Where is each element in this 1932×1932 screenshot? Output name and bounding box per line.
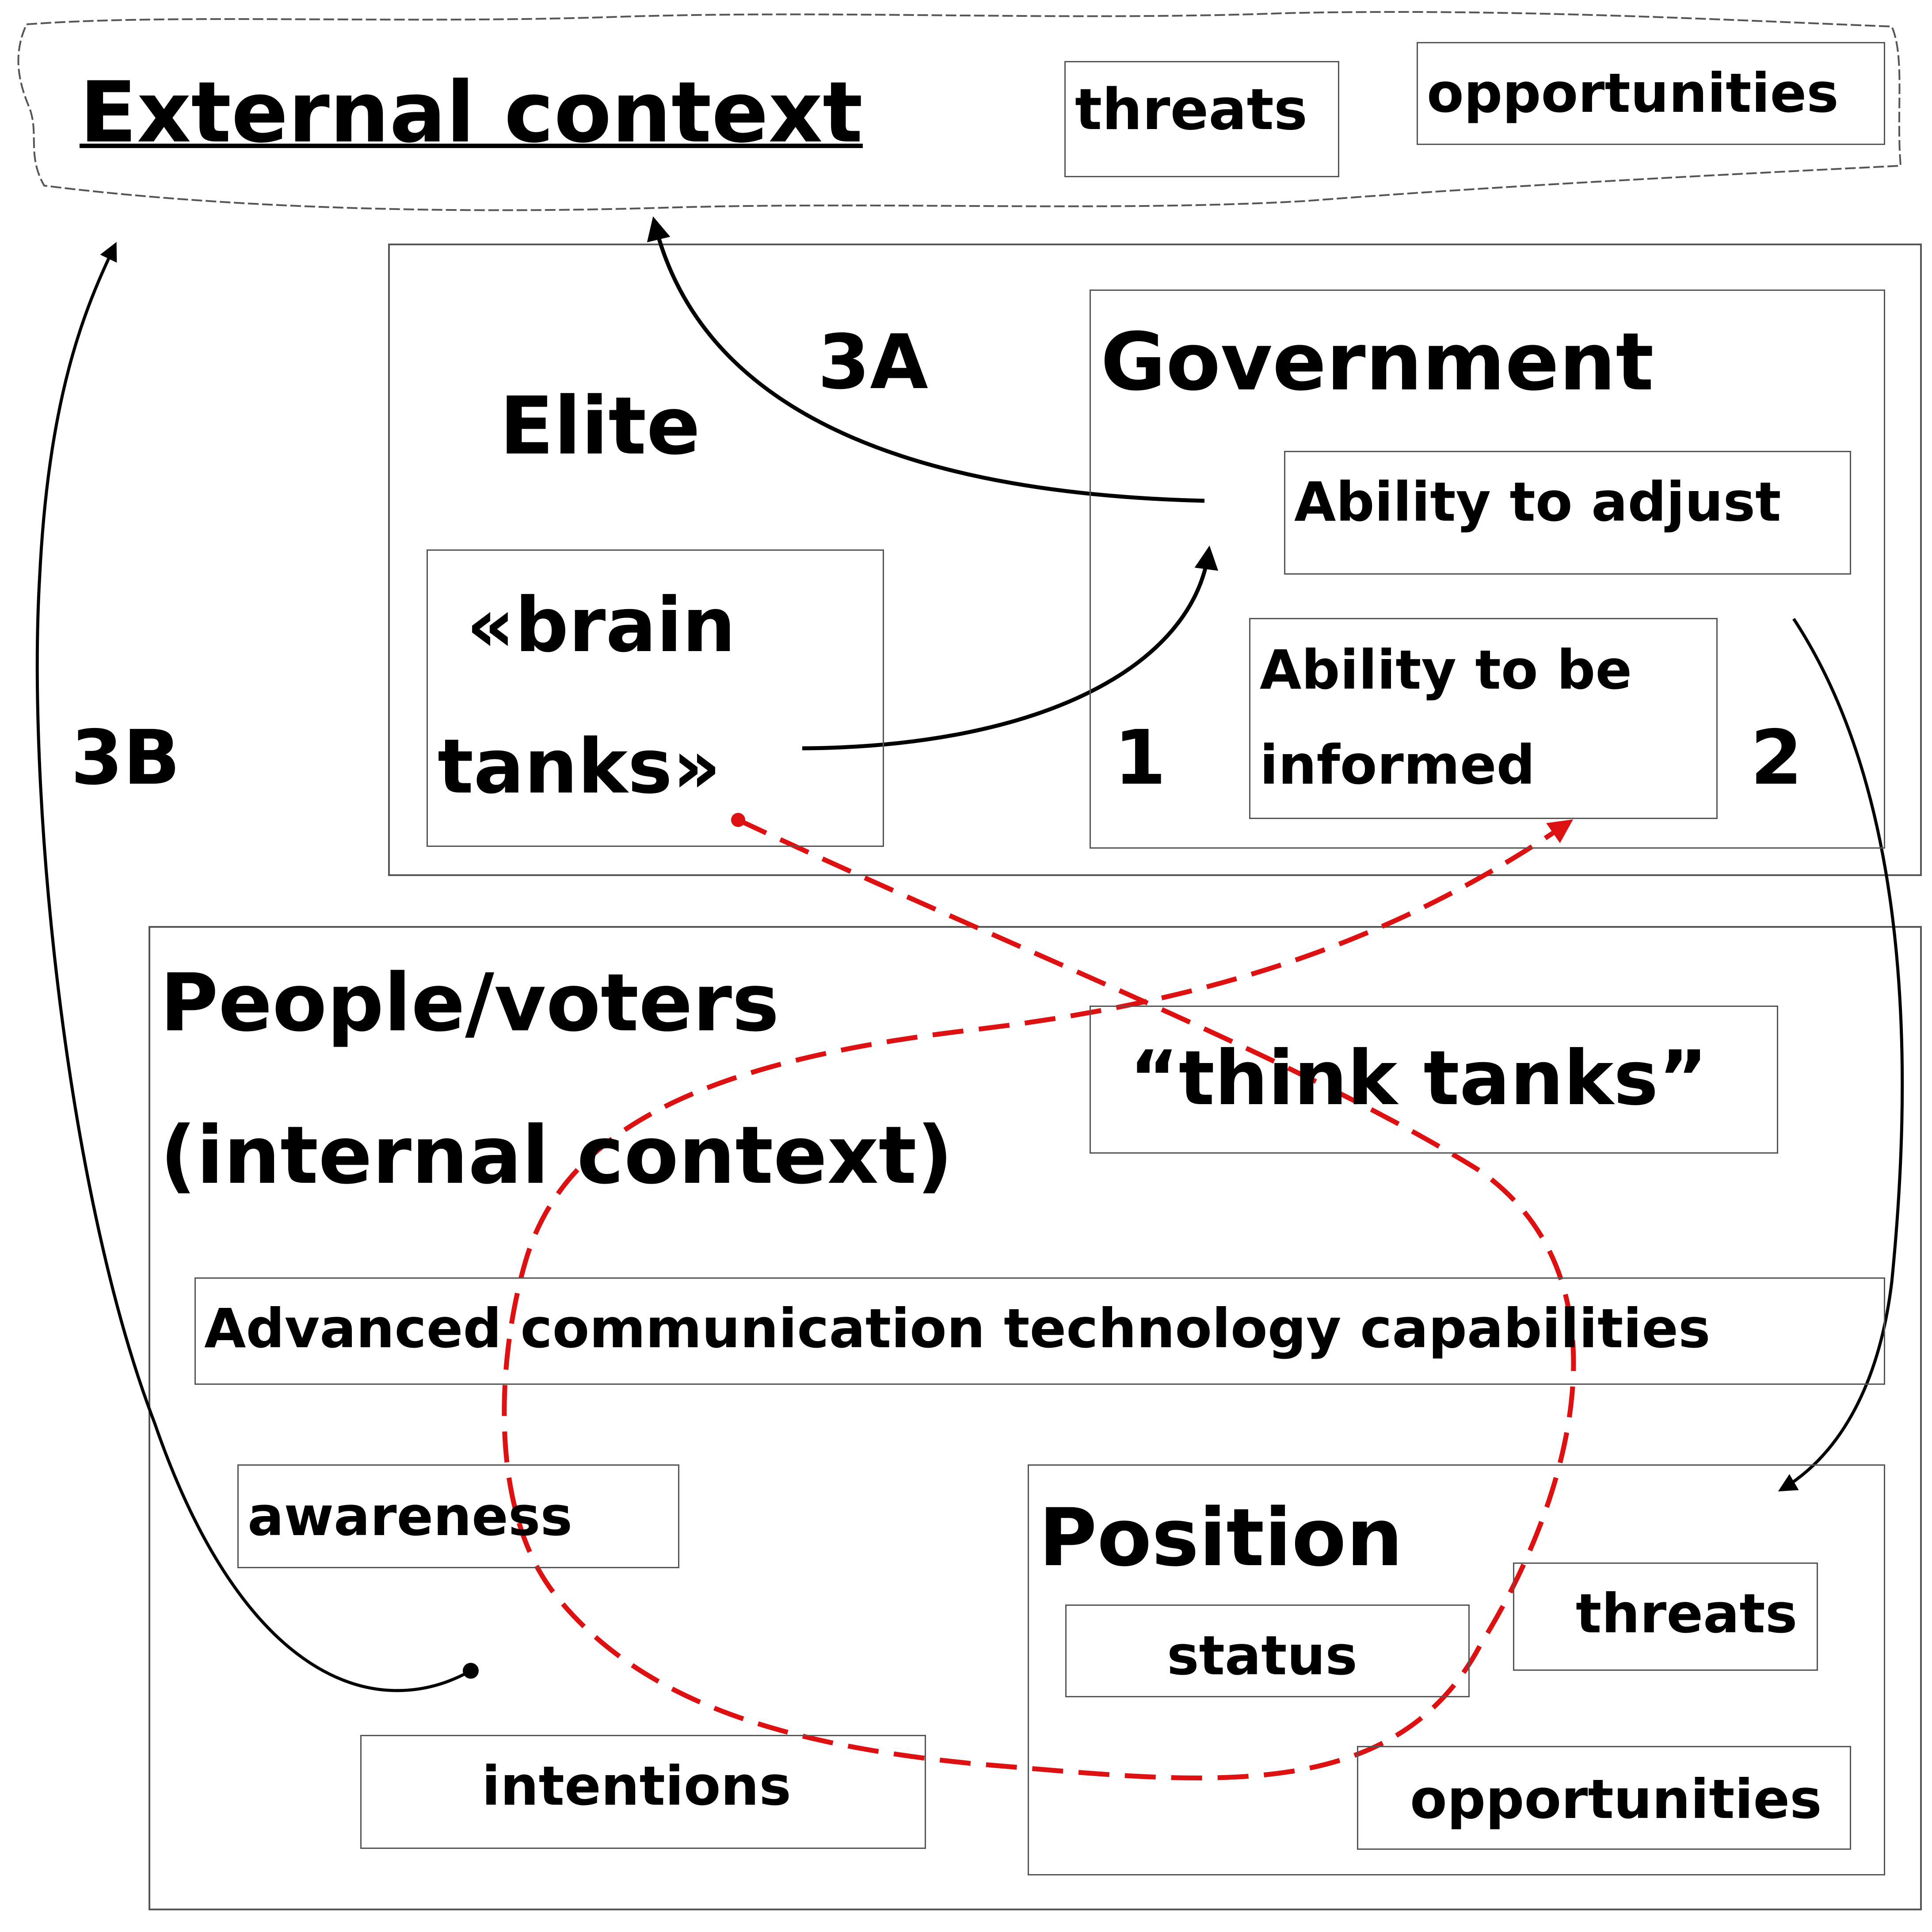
elite-title: Elite — [499, 380, 701, 473]
ability-informed-box — [1249, 618, 1718, 819]
people-container — [149, 926, 1922, 1910]
awareness-label: awareness — [248, 1485, 573, 1548]
ability-informed-line1: Ability to be — [1260, 639, 1632, 701]
brain-tanks-box — [427, 549, 884, 847]
position-opportunities-box — [1357, 1746, 1851, 1850]
elite-container — [388, 244, 1922, 876]
external-context-title: External context — [80, 64, 863, 161]
intentions-box — [360, 1735, 926, 1849]
brain-tanks-line2: tanks» — [438, 723, 721, 811]
brain-tanks-line1: «brain — [466, 582, 736, 669]
label-3a: 3A — [818, 319, 928, 406]
position-opportunities-label: opportunities — [1410, 1768, 1822, 1831]
label-2: 2 — [1750, 714, 1803, 802]
arrow-3b-origin-dot — [463, 1663, 479, 1679]
people-title-line2: (internal context) — [160, 1109, 953, 1202]
ability-adjust-label: Ability to adjust — [1294, 471, 1781, 533]
awareness-box — [237, 1464, 679, 1568]
government-title: Government — [1101, 316, 1654, 408]
position-threats-box — [1513, 1562, 1818, 1671]
arrow-3a — [647, 216, 1205, 503]
comm-tech-box — [194, 1277, 1885, 1385]
red-dashed-loop — [502, 818, 1576, 1780]
label-3b: 3B — [71, 714, 180, 802]
arrow-1 — [802, 545, 1219, 751]
position-status-box — [1065, 1604, 1470, 1697]
arrow-2 — [1778, 618, 1904, 1492]
external-opportunities-label: opportunities — [1427, 62, 1839, 125]
think-tanks-box — [1090, 1006, 1778, 1154]
external-opportunities-box — [1417, 42, 1885, 145]
ability-adjust-box — [1284, 451, 1851, 575]
government-box — [1090, 290, 1885, 849]
red-loop-start-dot — [731, 813, 745, 827]
position-status-label: status — [1167, 1624, 1358, 1687]
intentions-label: intentions — [482, 1755, 792, 1818]
people-title-line1: People/voters — [160, 957, 780, 1049]
arrow-3b — [35, 242, 472, 1692]
label-1: 1 — [1114, 714, 1166, 802]
external-threats-box — [1064, 61, 1339, 177]
think-tanks-label: “think tanks” — [1129, 1035, 1708, 1122]
position-box — [1028, 1464, 1885, 1875]
external-context-cloud — [17, 11, 1902, 211]
position-threats-label: threats — [1576, 1582, 1798, 1645]
comm-tech-label: Advanced communication technology capabi… — [204, 1297, 1711, 1360]
external-threats-label: threats — [1075, 77, 1307, 143]
position-title: Position — [1039, 1492, 1403, 1584]
ability-informed-line2: informed — [1260, 734, 1535, 796]
